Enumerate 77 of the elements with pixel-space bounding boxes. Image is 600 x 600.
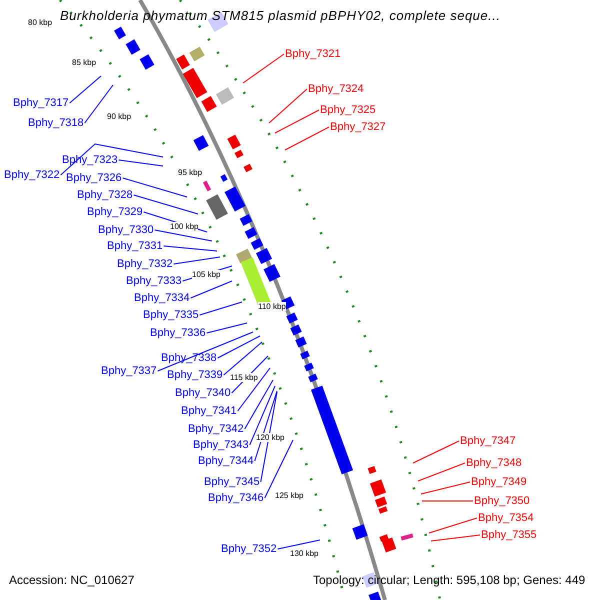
leader-line xyxy=(260,392,278,482)
gene-label: Bphy_7339 xyxy=(167,369,223,381)
gene-label: Bphy_7329 xyxy=(87,206,143,218)
leader-line xyxy=(418,462,466,482)
leader-line xyxy=(133,194,198,214)
gene-label: Bphy_7327 xyxy=(330,121,386,133)
leader-line xyxy=(122,178,188,198)
scale-label: 110 kbp xyxy=(258,302,286,311)
gene-label: Bphy_7341 xyxy=(181,405,237,417)
leader-line xyxy=(154,230,212,242)
gene-label: Bphy_7333 xyxy=(126,275,182,287)
gene-label: Bphy_7331 xyxy=(107,240,163,252)
footer-text: Accession: NC_010627 xyxy=(9,574,134,586)
gene-label: Bphy_7342 xyxy=(188,423,244,435)
title: Burkholderia phymatum STM815 plasmid pBPHY02, complete seque... xyxy=(60,10,500,22)
gene-label: Bphy_7334 xyxy=(134,292,190,304)
leader-line xyxy=(277,540,320,550)
gene-label: Bphy_7348 xyxy=(466,457,522,469)
gene-label: Bphy_7344 xyxy=(198,455,254,467)
leader-line xyxy=(249,386,276,446)
scale-label: 80 kbp xyxy=(28,18,52,27)
scale-label: 105 kbp xyxy=(192,270,220,279)
leader-line xyxy=(420,482,470,494)
leader-line xyxy=(223,342,262,376)
leader-line xyxy=(217,336,260,358)
gene-label: Bphy_7318 xyxy=(28,117,84,129)
gene-label: Bphy_7317 xyxy=(13,97,69,109)
scale-label: 100 kbp xyxy=(170,222,198,231)
gene-label: Bphy_7349 xyxy=(471,476,527,488)
leader-line xyxy=(163,246,218,252)
gene-label: Bphy_7324 xyxy=(308,83,364,95)
gene-label: Bphy_7325 xyxy=(320,104,376,116)
gene-label: Bphy_7355 xyxy=(481,529,537,541)
leader-line xyxy=(242,54,284,84)
gene-label: Bphy_7346 xyxy=(208,492,264,504)
leader-line xyxy=(274,110,320,134)
gene-label: Bphy_7345 xyxy=(204,476,260,488)
scale-label: 85 kbp xyxy=(72,58,96,67)
gene-label: Bphy_7322 xyxy=(4,169,60,181)
leader-line xyxy=(190,280,232,298)
leader-line xyxy=(412,440,460,464)
leader-line xyxy=(254,390,278,462)
leader-line xyxy=(244,380,274,430)
scale-label: 120 kbp xyxy=(256,433,284,442)
gene-label: Bphy_7343 xyxy=(193,439,249,451)
scale-label: 90 kbp xyxy=(107,112,132,121)
gene-label: Bphy_7350 xyxy=(474,495,530,507)
leader-line xyxy=(199,302,242,316)
gene-label: Bphy_7336 xyxy=(150,327,206,339)
gene-label: Bphy_7354 xyxy=(478,512,534,524)
scale-label: 95 kbp xyxy=(178,168,202,177)
gene-label: Bphy_7340 xyxy=(175,387,231,399)
gene-label: Bphy_7352 xyxy=(221,543,277,555)
footer-text: Topology: circular; Length: 595,108 bp; Genes: 449 xyxy=(313,574,586,586)
gene-label: Bphy_7337 xyxy=(101,365,157,377)
leader-line xyxy=(264,440,294,498)
leader-line xyxy=(206,322,248,334)
gene-label: Bphy_7328 xyxy=(77,189,133,201)
leader-line xyxy=(118,160,164,166)
leader-line xyxy=(237,368,270,412)
gene-label: Bphy_7326 xyxy=(66,172,122,184)
gene-label: Bphy_7335 xyxy=(143,309,199,321)
gene-label: Bphy_7332 xyxy=(117,258,173,270)
leader-line xyxy=(173,256,220,264)
leader-line xyxy=(428,518,478,534)
gene-label: Bphy_7330 xyxy=(98,224,154,236)
leader-line xyxy=(430,534,480,542)
gene-label: Bphy_7321 xyxy=(285,48,341,60)
leader-line xyxy=(422,500,474,502)
scale-label: 125 kbp xyxy=(275,491,304,500)
gene-label: Bphy_7347 xyxy=(460,435,516,447)
scale-label: 115 kbp xyxy=(230,373,258,382)
leader-line xyxy=(84,84,114,124)
leader-line xyxy=(284,126,330,150)
scale-label: 130 kbp xyxy=(290,549,318,558)
leader-line xyxy=(268,88,308,124)
leader-line xyxy=(69,76,102,104)
